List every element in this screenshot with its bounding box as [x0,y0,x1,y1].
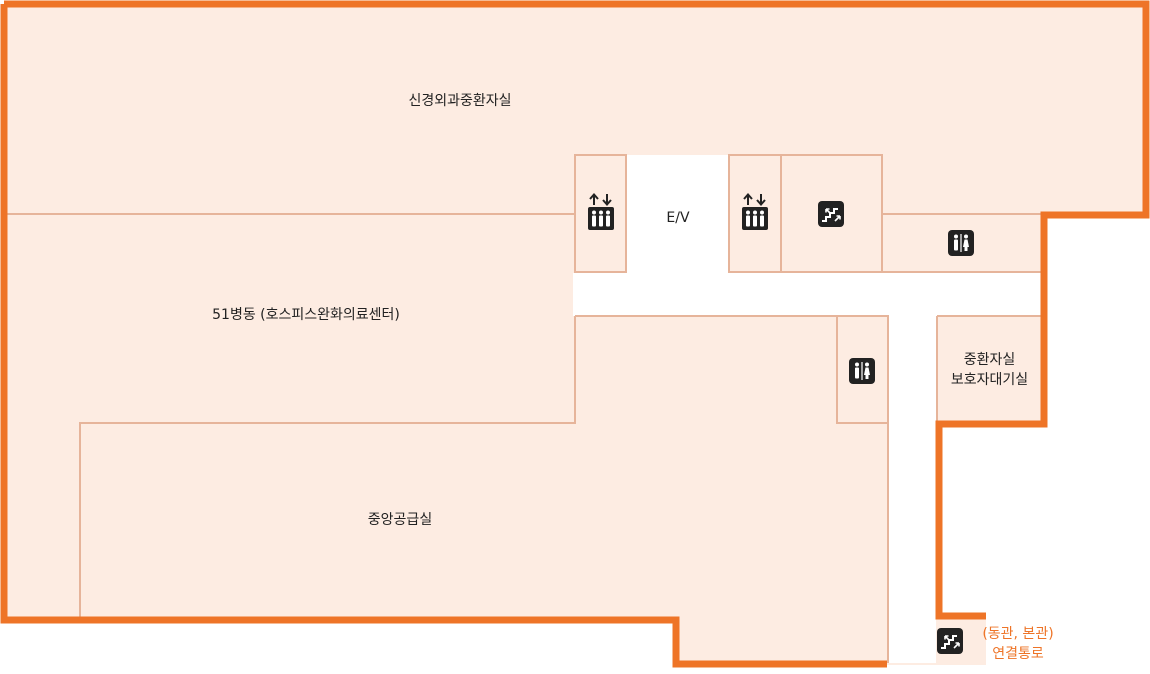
connection-line2: 연결통로 [992,646,1044,662]
interior-walls [4,154,1044,663]
icu-waiting-line2: 보호자대기실 [950,372,1029,388]
connection-line1: (동관, 본관) [982,626,1054,642]
room-ward-51: 51병동 (호스피스완화의료센터) [212,307,400,323]
icu-waiting-line1: 중환자실 [963,352,1016,368]
vertical-corridor [888,273,936,663]
elevator-icon [587,192,615,233]
room-icu-waiting: 중환자실 보호자대기실 [937,350,1042,390]
stairs-icon [818,201,844,227]
connection-passage-label: (동관, 본관) 연결통로 [968,624,1068,664]
outer-wall-bottom [0,4,887,668]
room-central-supply: 중앙공급실 [367,512,433,528]
room-neuro-icu: 신경외과중환자실 [408,93,512,109]
restroom-icon [948,230,974,256]
horizontal-corridor [573,273,1042,316]
elevator-hall-label: E/V [666,210,690,226]
elevator-icon [741,192,769,233]
outer-wall [4,0,1150,620]
stairs-icon [937,628,963,654]
restroom-icon [849,358,875,384]
